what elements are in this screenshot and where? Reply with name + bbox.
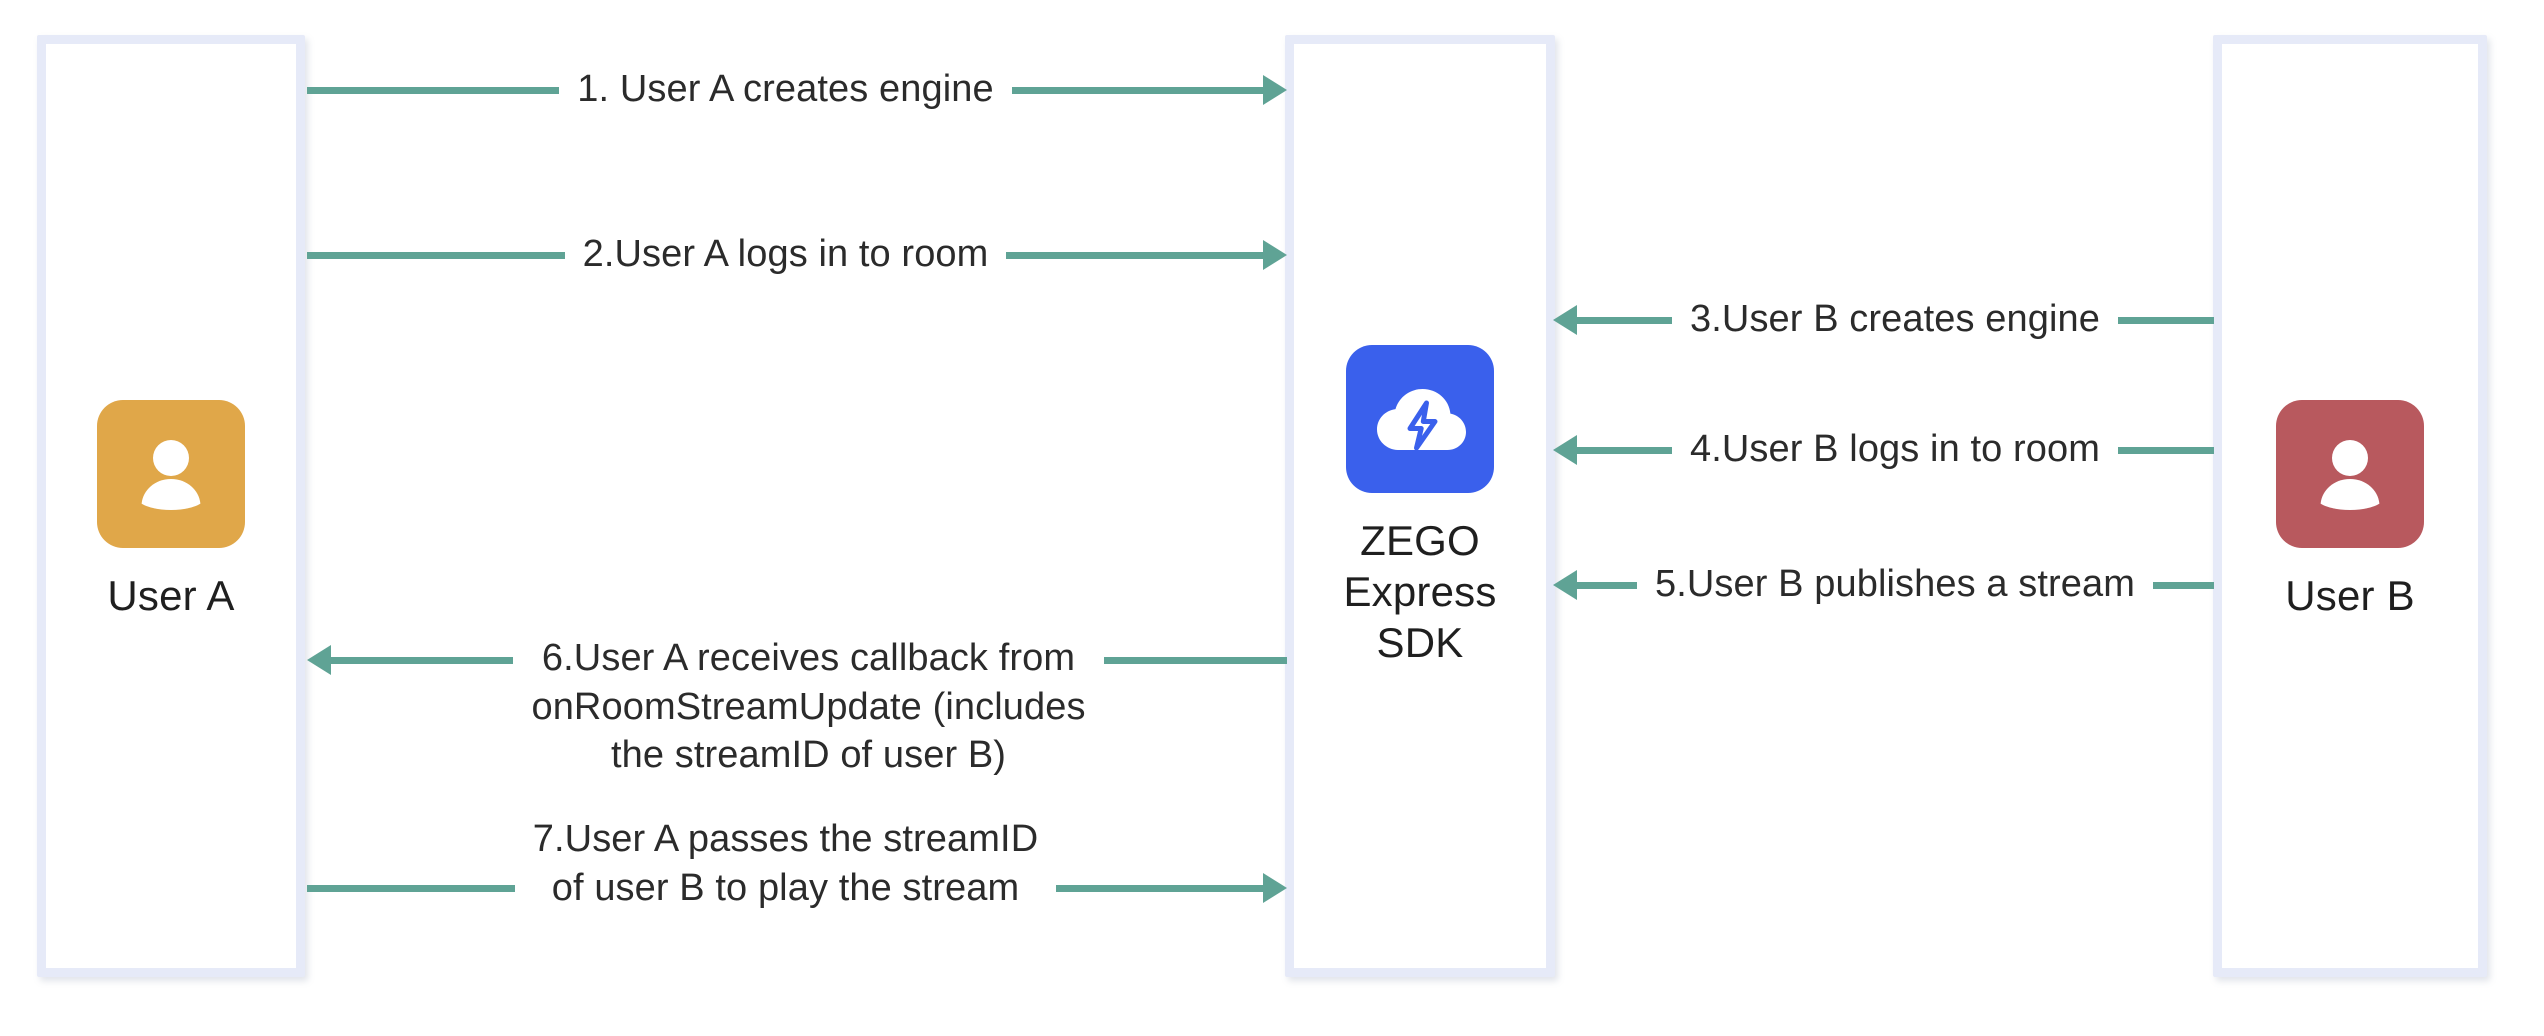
message-label-2: 2.User A logs in to room — [582, 232, 989, 275]
actor-zego-sdk: ZEGO Express SDK — [1285, 345, 1555, 669]
arrow-segment-left — [307, 884, 515, 892]
actor-user-a: User A — [37, 400, 305, 621]
arrow-head-left-icon — [1553, 305, 1577, 335]
user-avatar-icon — [97, 400, 245, 548]
message-label-4: 4.User B logs in to room — [1690, 427, 2101, 470]
user-avatar-icon — [2276, 400, 2424, 548]
arrow-segment-right — [1056, 884, 1264, 892]
message-label-5: 5.User B publishes a stream — [1654, 562, 2136, 605]
arrow-segment-left — [1576, 316, 1673, 324]
arrow-head-right-icon — [1263, 873, 1287, 903]
arrow-segment-right — [2118, 446, 2215, 454]
cloud-lightning-icon — [1346, 345, 1494, 493]
arrow-head-left-icon — [307, 645, 331, 675]
arrow-segment-left — [1576, 446, 1672, 454]
arrow-segment-left — [307, 251, 565, 259]
actor-label-user-b: User B — [2285, 572, 2415, 619]
message-label-7: 7.User A passes the streamID of user B t… — [532, 818, 1039, 909]
lifeline-zego-sdk — [1285, 35, 1555, 977]
arrow-head-left-icon — [1553, 435, 1577, 465]
actor-label-zego-sdk: ZEGO Express SDK — [1343, 517, 1497, 667]
message-label-6: 6.User A receives callback from onRoomSt… — [531, 637, 1086, 777]
arrow-head-left-icon — [1553, 570, 1577, 600]
arrow-segment-right — [1011, 86, 1264, 94]
arrow-head-right-icon — [1263, 75, 1287, 105]
arrow-segment-left — [1576, 581, 1637, 589]
arrow-head-right-icon — [1263, 240, 1288, 270]
actor-user-b: User B — [2213, 400, 2487, 621]
arrow-segment-right — [2117, 316, 2214, 324]
arrow-segment-left — [307, 86, 560, 94]
message-label-1: 1. User A creates engine — [577, 67, 994, 110]
message-label-3: 3.User B creates engine — [1690, 297, 2100, 340]
actor-label-user-a: User A — [107, 572, 235, 619]
arrow-segment-right — [2153, 581, 2214, 589]
arrow-segment-left — [330, 656, 514, 664]
arrow-segment-right — [1006, 251, 1265, 259]
arrow-segment-right — [1103, 656, 1288, 664]
